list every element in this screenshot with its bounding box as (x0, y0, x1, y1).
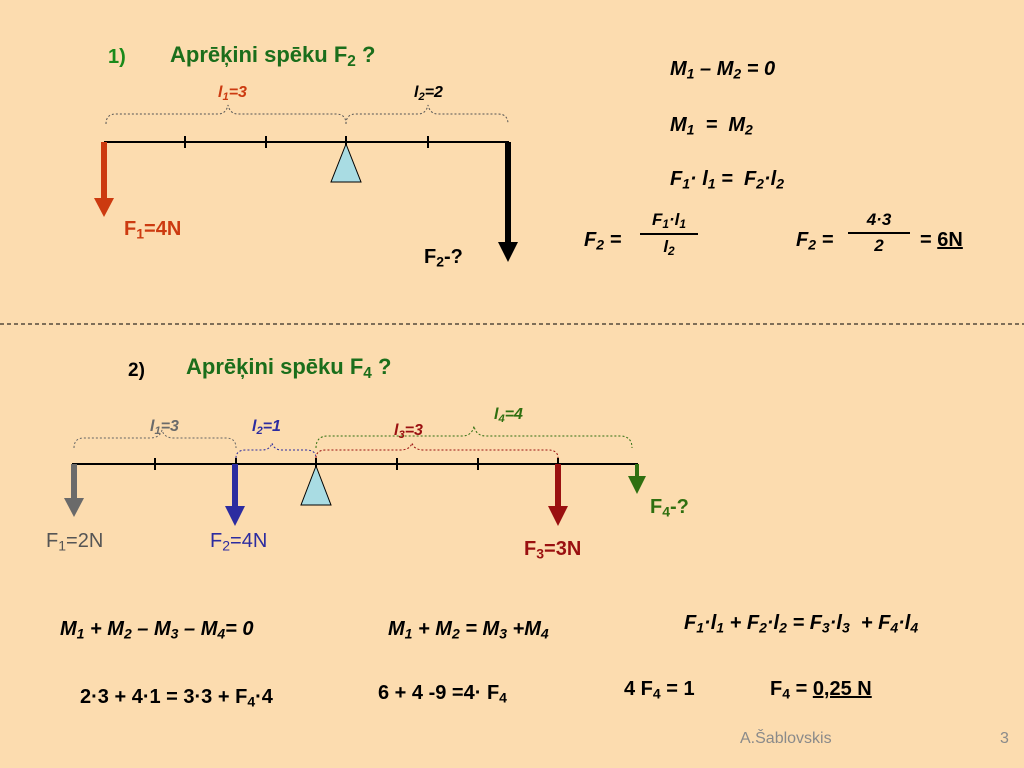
title-end: ? (355, 42, 376, 67)
f4-label-2: F4-? (650, 496, 689, 520)
brace-l3-2 (315, 441, 559, 459)
fulcrum-1 (330, 142, 362, 183)
result-f2: = 6N (920, 229, 963, 251)
l2-label: l2=2 (414, 84, 443, 103)
equation-numeric-substitution: 2·3 + 4·1 = 3·3 + F4·4 (80, 686, 273, 710)
problem-number-1: 1) (108, 46, 126, 68)
footer-author: A.Šablovskis (740, 730, 832, 747)
brace-l4-2 (315, 425, 633, 449)
f1-label: F1=4N (124, 218, 182, 242)
title-text: Aprēķini spēku F (170, 42, 348, 67)
arrowhead-f2-2 (225, 506, 245, 526)
equation-f4-times-4: 4 F4 = 1 (624, 678, 695, 702)
f2-label-2: F2=4N (210, 530, 268, 554)
lever-1 (94, 104, 518, 262)
brace-l2 (345, 104, 509, 125)
title-sub: 2 (347, 52, 356, 70)
arrowhead-f4-2 (628, 476, 646, 494)
l4-label-2: l4=4 (494, 406, 523, 425)
result-f4: F4 = 0,25 N (770, 678, 872, 702)
arrowhead-f1-2 (64, 498, 84, 517)
arrowhead-f3-2 (548, 506, 568, 526)
f2-label: F2-? (424, 246, 463, 270)
arrowhead-f2 (498, 242, 518, 262)
equation-simplified: 6 + 4 -9 =4· F4 (378, 682, 507, 706)
equation-f2-lhs: F2 = (584, 229, 622, 253)
equation-moment-sum: M1 + M2 – M3 – M4= 0 (60, 618, 254, 642)
page-number: 3 (1000, 730, 1009, 747)
arrowhead-f1 (94, 198, 114, 217)
l3-label-2: l3=3 (394, 422, 423, 441)
equation-moment-balance: M1 – M2 = 0 (670, 58, 776, 82)
l1-label: l1=3 (218, 84, 247, 103)
l2-label-2: l2=1 (252, 418, 281, 437)
equation-moment-equal-2: M1 + M2 = M3 +M4 (388, 618, 549, 642)
equation-force-arm-2: F1·l1 + F2·l2 = F3·l3 + F4·l4 (684, 612, 919, 636)
l1-label-2: l1=3 (150, 418, 179, 437)
problem-title-2: Aprēķini spēku F4 ? (186, 354, 392, 382)
fraction-f2-numeric: 4·3 2 (848, 210, 910, 256)
equation-f2-numeric-lhs: F2 = (796, 229, 834, 253)
f1-label-2: F1=2N (46, 530, 104, 554)
problem-number-2: 2) (128, 360, 145, 381)
problem-title-1: Aprēķini spēku F2 ? (170, 42, 375, 71)
brace-l1-2 (73, 429, 237, 449)
equation-force-arm: F1· l1 = F2·l2 (670, 168, 784, 192)
fulcrum-2 (300, 464, 332, 506)
lever-2 (64, 425, 646, 526)
equation-moments-equal: M1 = M2 (670, 114, 753, 138)
fraction-f2-symbolic: F1·l1 l2 (640, 210, 698, 258)
f3-label-2: F3=3N (524, 538, 582, 562)
brace-l1 (105, 104, 347, 125)
brace-l2-2 (235, 441, 317, 459)
